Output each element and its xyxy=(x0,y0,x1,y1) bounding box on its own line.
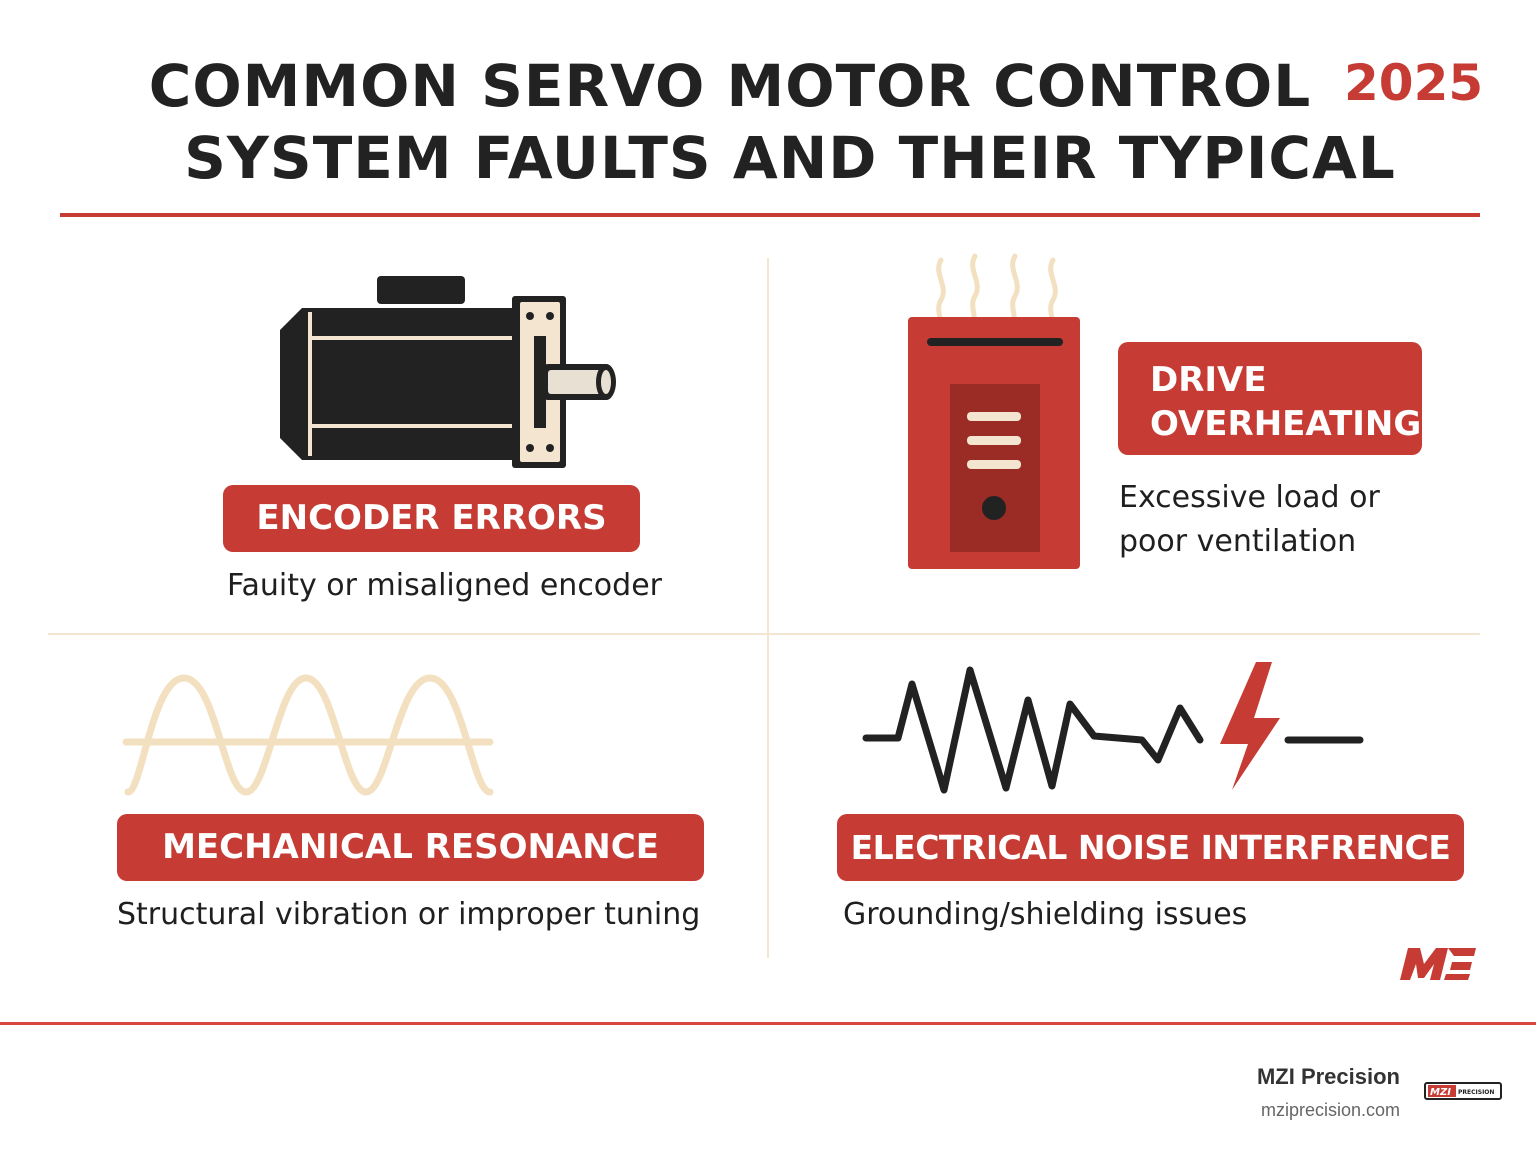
noise-signal-lightning-icon xyxy=(862,662,1364,794)
drive-overheating-description-line-1: Excessive load or xyxy=(1119,480,1380,515)
mechanical-resonance-badge: MECHANICAL RESONANCE xyxy=(117,814,704,881)
drive-overheating-label-line-2: OVERHEATING xyxy=(1150,404,1422,444)
mzi-logo-icon xyxy=(1400,948,1476,980)
company-url[interactable]: mziprecision.com xyxy=(1260,1100,1400,1120)
footer-divider xyxy=(0,1022,1536,1025)
electrical-noise-badge: ELECTRICAL NOISE INTERFRENCE xyxy=(837,814,1464,881)
drive-overheating-label-line-1: DRIVE xyxy=(1150,360,1267,400)
vibration-wave-icon xyxy=(122,674,494,796)
company-name: MZI Precision xyxy=(1256,1064,1400,1089)
drive-overheating-description: Excessive load or poor ventilation xyxy=(1119,476,1380,564)
vertical-divider xyxy=(767,258,769,958)
drive-overheating-badge: DRIVE OVERHEATING xyxy=(1118,342,1422,455)
precision-logo-text: PRECISION xyxy=(1458,1089,1494,1096)
encoder-errors-badge: ENCODER ERRORS xyxy=(223,485,640,552)
mechanical-resonance-description: Structural vibration or improper tuning xyxy=(117,897,701,932)
mzi-precision-logo-icon: MZI PRECISION xyxy=(1424,1082,1502,1100)
year-label: 2025 xyxy=(1344,54,1484,112)
mzi-logo-text: MZI xyxy=(1430,1087,1451,1098)
page-title-line-1: COMMON SERVO MOTOR CONTROL xyxy=(148,52,1312,120)
overheating-drive-icon xyxy=(908,253,1080,569)
horizontal-divider xyxy=(48,633,1480,635)
drive-overheating-description-line-2: poor ventilation xyxy=(1119,524,1357,559)
header-divider xyxy=(60,213,1480,217)
encoder-errors-description: Fauity or misaligned encoder xyxy=(227,568,662,603)
page-title-line-2: SYSTEM FAULTS AND THEIR TYPICAL xyxy=(184,124,1396,192)
electrical-noise-description: Grounding/shielding issues xyxy=(843,897,1248,932)
servo-motor-icon xyxy=(280,276,616,468)
